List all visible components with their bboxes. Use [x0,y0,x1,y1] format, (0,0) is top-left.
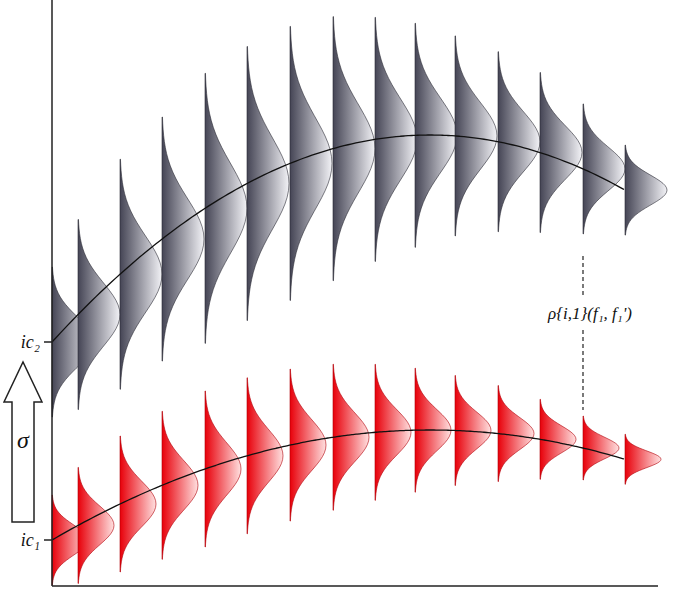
distribution-shape [583,104,625,234]
distribution-shape [583,416,619,480]
distribution-shape [290,26,332,300]
distribution-shapes [52,17,667,585]
distribution-shape [247,378,283,534]
distribution-shape [205,73,247,343]
distribution-shape [498,52,540,232]
mean-curve [52,135,624,342]
distribution-series [52,364,661,585]
mean-curves [52,135,624,540]
x-axis [52,585,658,587]
distribution-shape [247,47,289,321]
distribution-shape [540,73,582,233]
dashed-leader [582,256,583,296]
distribution-series [52,17,667,417]
axis-tick [44,539,52,541]
distribution-shape [333,17,375,281]
axis-tick [44,341,52,343]
distribution-shape [162,411,198,559]
distribution-shape [290,369,326,521]
symbol-label: σ [17,428,29,452]
mean-curve [52,430,624,540]
distribution-shape [625,434,661,484]
dashed-leader [582,330,583,410]
distribution-shape [375,17,417,261]
distribution-shape [120,159,162,389]
distribution-shape [162,117,204,361]
axis-label: ic₁ [21,531,40,549]
hollow-arrow [4,362,42,522]
correlation-label: ρ{i,1}(f₁, f₁') [548,305,632,322]
y-axis [51,0,53,586]
distribution-shape [625,145,667,235]
axis-label: ic₂ [21,333,40,351]
distribution-shape [333,364,369,510]
distribution-shape [78,220,120,410]
distribution-shape [78,467,114,583]
distribution-shape [540,399,576,479]
distribution-shape [205,391,241,547]
distribution-shape [120,436,156,572]
